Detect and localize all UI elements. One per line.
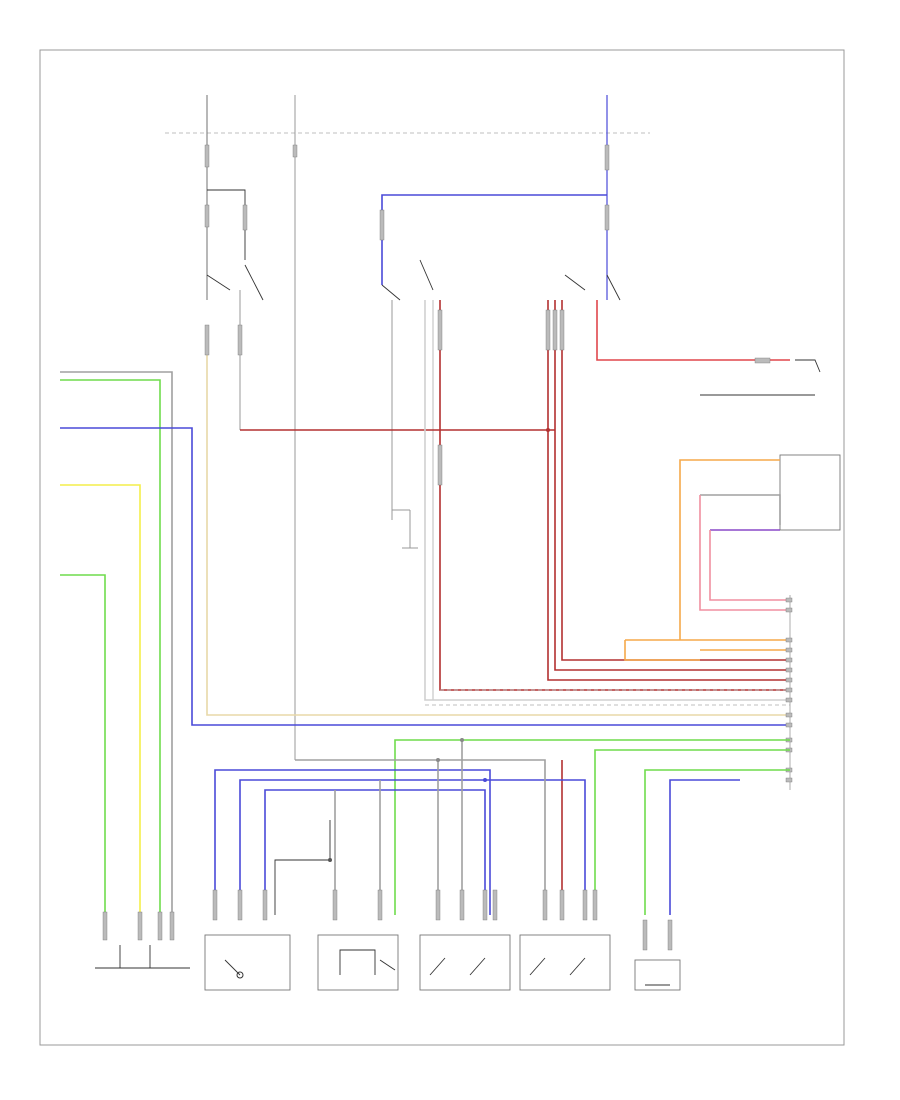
diagram-frame: [39, 49, 845, 1046]
seat-control-switch: [95, 945, 190, 969]
bottom-connectors: [102, 889, 673, 951]
wire-green-sensor: [644, 769, 790, 915]
relay-center: [381, 259, 434, 700]
wire-blue-sensor: [669, 779, 740, 915]
wire-darkred-555: [554, 300, 790, 671]
ground-motor-1: [274, 820, 331, 915]
relay-left: [206, 189, 264, 430]
wire-yellow-input: [60, 484, 141, 915]
passenger-unit: [700, 357, 821, 396]
wire-darkred-562: [561, 300, 790, 661]
wire-tan: [206, 330, 790, 716]
wire-blue-harness-3: [264, 789, 486, 915]
wire-green-input-2: [60, 574, 106, 915]
seat-position-motor-2: [317, 934, 399, 991]
top-feed-left: [204, 95, 210, 300]
seat-position-motor-3: [419, 934, 511, 991]
top-feed-center: [292, 95, 298, 760]
relay-right: [564, 274, 621, 301]
wire-darkred-548: [547, 300, 790, 681]
junction-dots: [328, 428, 550, 862]
wire-red-passenger: [596, 300, 790, 361]
wire-green-motor-4: [594, 749, 790, 915]
seat-position-motor-1: [204, 934, 291, 991]
seat-position-sensor: [634, 959, 681, 991]
wire-light-gray: [424, 300, 790, 701]
steering-control-module: [785, 595, 793, 790]
wire-blue-harness-2: [239, 779, 586, 915]
wire-green-motor-2: [394, 739, 790, 915]
wire-blue-harness-1: [214, 769, 491, 915]
front-control-module: [624, 454, 841, 661]
wire-blue-input: [60, 427, 790, 726]
wire-gray-input: [60, 371, 173, 915]
top-feed-right: [604, 95, 610, 300]
wire-green-input-1: [60, 379, 161, 915]
seat-position-motor-4: [519, 934, 611, 991]
wire-blue-relay-feed: [381, 194, 607, 285]
wire-gray-harness: [295, 759, 546, 915]
ground-relay-center: [392, 509, 418, 549]
